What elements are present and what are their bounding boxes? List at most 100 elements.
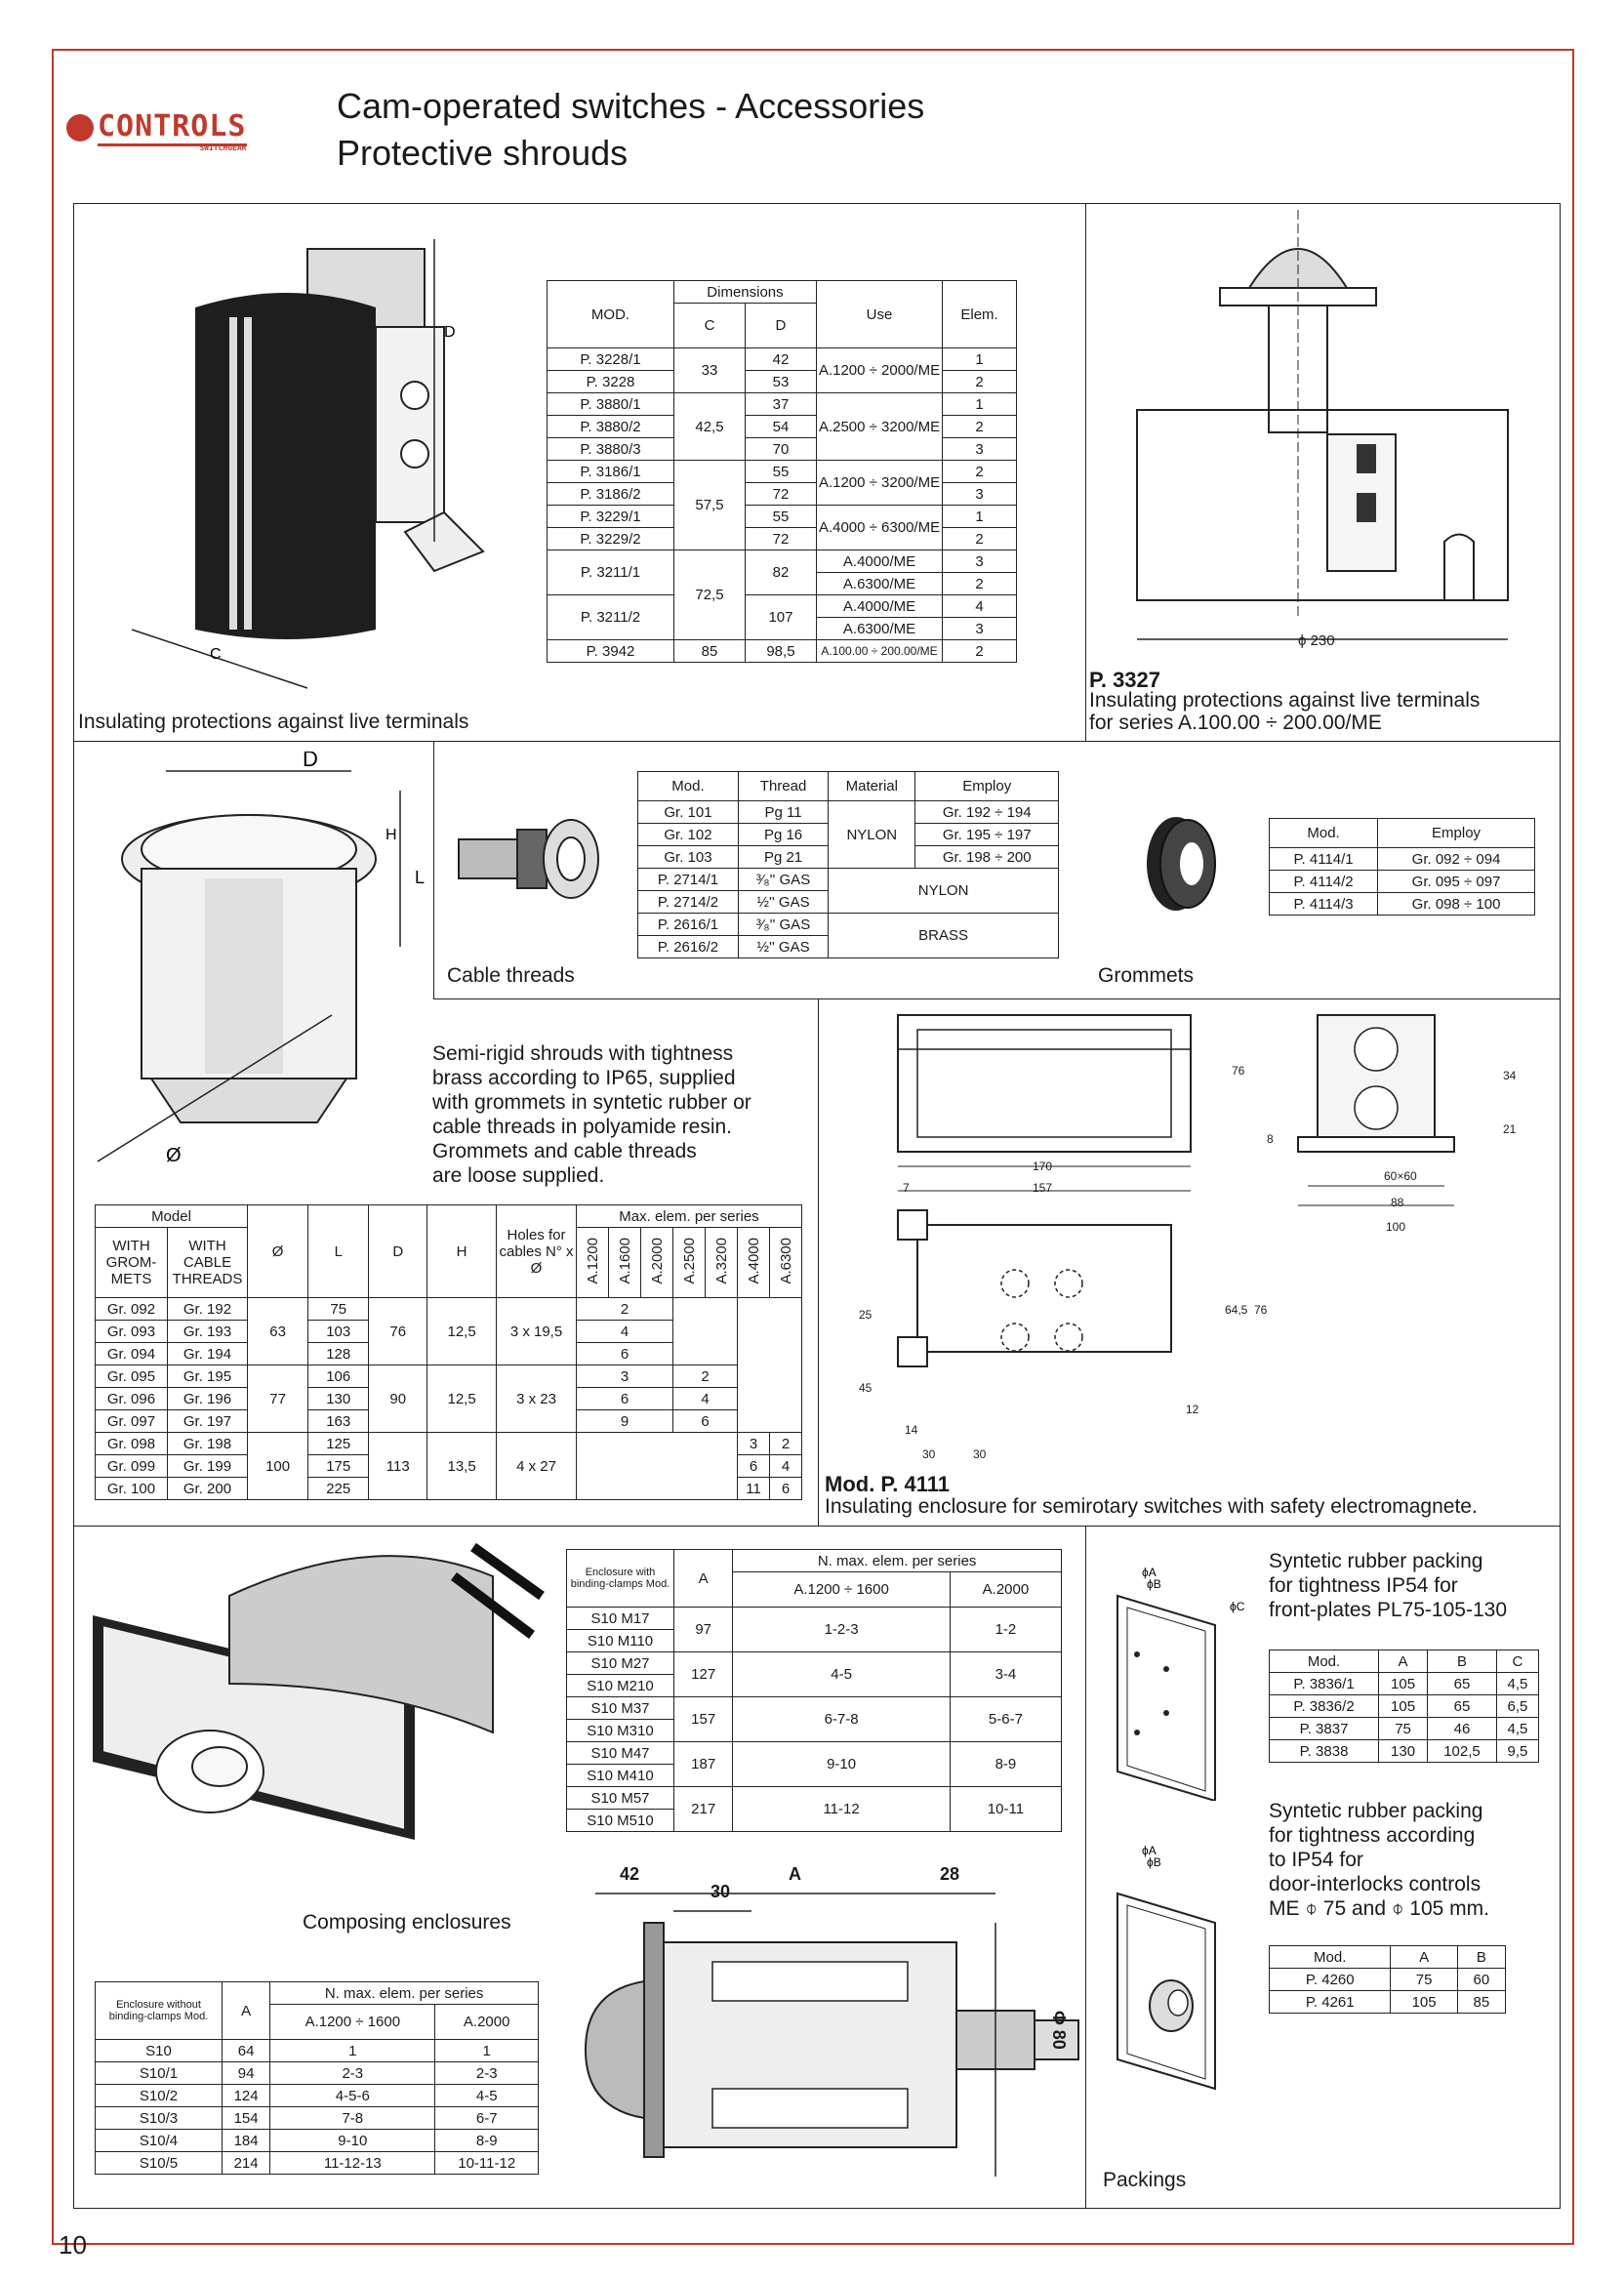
table-cell: 65 [1427,1672,1497,1695]
table-cell: Gr. 196 [167,1387,248,1410]
table-cell: 94 [221,2061,271,2085]
table-cell: 82 [744,550,817,595]
table-cell: 6 [737,1454,770,1478]
table-cell: 4 [672,1387,738,1410]
table-cell: 3 [942,437,1017,461]
table-cell: Gr. 198 ÷ 200 [914,845,1059,869]
dim-34: 34 [1503,1069,1517,1082]
table-cell: 105 [1378,1672,1429,1695]
table-cell: Gr. 095 [95,1365,168,1388]
table-cell: 6 [576,1342,673,1365]
table-cell: 3 x 19,5 [496,1297,577,1365]
table-cell: Gr. 195 [167,1365,248,1388]
table-cell: S10 M410 [566,1764,674,1787]
enclosure-section-drawing [584,1893,1079,2177]
table-cell: Gr. 198 [167,1432,248,1455]
dim-30b: 30 [973,1447,987,1461]
table-cell: 8-9 [434,2129,539,2152]
cable-thread-icon [458,819,599,899]
th-d: D [368,1204,428,1298]
dim-7: 7 [903,1181,910,1195]
p3327-desc1: Insulating protections against live term… [1089,689,1481,712]
table-cell: 2 [769,1432,802,1455]
dim-76b: 76 [1254,1303,1268,1317]
th-employ: Employ [914,771,1059,801]
th-holes: Holes for cables N° x Ø [496,1204,577,1298]
table-cell: 2 [672,1365,738,1388]
p4111-box [818,998,1561,1527]
table-cell: P. 2616/2 [637,935,739,958]
table-cell: Gr. 093 [95,1320,168,1343]
table-cell: 4-5 [732,1651,951,1697]
table-cell: 163 [307,1409,370,1433]
table-cell: 2-3 [269,2061,436,2085]
table-cell: 184 [221,2129,271,2152]
th-d: D [744,303,817,348]
table-cell: S10 M310 [566,1719,674,1742]
table-cell: 2 [942,370,1017,393]
table-cell: P. 4114/3 [1268,892,1379,916]
p3327-title: P. 3327 [1089,668,1161,692]
table-cell: 42,5 [673,392,746,461]
cable-threads-caption: Cable threads [447,964,575,987]
th-n-max: N. max. elem. per series [732,1549,1062,1572]
logo-subtext: SWITCHGEAR [199,143,247,152]
th-series: A.4000 [745,1237,762,1284]
th-employ: Employ [1377,818,1535,848]
table-cell: 2 [942,527,1017,550]
table-cell: 4 [769,1454,802,1478]
dim-76a: 76 [1232,1064,1245,1078]
table-cell: 1 [942,392,1017,416]
table-cell: 6 [769,1477,802,1500]
text-line: cable threads in polyamide resin. [432,1116,733,1138]
table-cell: Gr. 097 [95,1409,168,1433]
logo-icon [66,113,94,142]
table-cell: P. 4260 [1268,1968,1392,1991]
th-series: A.1200 ÷ 1600 [269,2004,436,2040]
table-cell: 57,5 [673,460,746,550]
table-cell: 5-6-7 [949,1696,1063,1742]
table-cell: 33 [673,347,746,393]
dim-100: 100 [1386,1220,1406,1234]
p3327-desc2: for series A.100.00 ÷ 200.00/ME [1089,712,1382,734]
table-cell: Gr. 096 [95,1387,168,1410]
table-cell: Gr. 094 [95,1342,168,1365]
th-series: A.2500 [680,1237,698,1284]
table-cell: 2 [942,639,1017,663]
dim-30a: 30 [922,1447,936,1461]
table-cell: ½'' GAS [737,935,830,958]
th-series: A.1600 [616,1237,633,1284]
table-cell: S10 M110 [566,1629,674,1652]
table-cell: Gr. 194 [167,1342,248,1365]
table-cell: Gr. 192 ÷ 194 [914,800,1059,824]
th-mod: Enclosure with binding-clamps Mod. [566,1549,674,1608]
table-cell: Gr. 102 [637,823,739,846]
table-cell: Gr. 192 [167,1297,248,1321]
table-cell: S10 M37 [566,1696,674,1720]
table-cell: 9-10 [732,1741,951,1787]
table-cell: 130 [1378,1739,1429,1763]
dim-170: 170 [1033,1160,1053,1173]
table-cell: Gr. 200 [167,1477,248,1500]
th-c: C [1495,1650,1540,1673]
th-b: B [1427,1650,1497,1673]
th-mod: Mod. [1268,1650,1380,1673]
dim-d-label: D [444,324,456,341]
table-cell: 55 [744,505,817,528]
grommet-icon [1147,817,1216,911]
th-c: C [673,303,746,348]
table-cell: P. 3838 [1268,1739,1380,1763]
dim-28: 28 [940,1864,960,1884]
table-cell: 2 [942,460,1017,483]
table-cell: ³⁄₈'' GAS [737,913,830,936]
table-cell: 60 [1456,1968,1507,1991]
table-cell: P. 3836/2 [1268,1694,1380,1718]
th-mod: MOD. [547,280,674,348]
shroud-drawing: C D [131,239,485,689]
dim-42: 42 [620,1864,640,1884]
table-cell: Pg 16 [737,823,830,846]
text-line: ME ⌽ 75 and ⌽ 105 mm. [1269,1897,1489,1920]
dim-a: A [789,1864,801,1884]
table-cell: P. 3229/2 [547,527,674,550]
